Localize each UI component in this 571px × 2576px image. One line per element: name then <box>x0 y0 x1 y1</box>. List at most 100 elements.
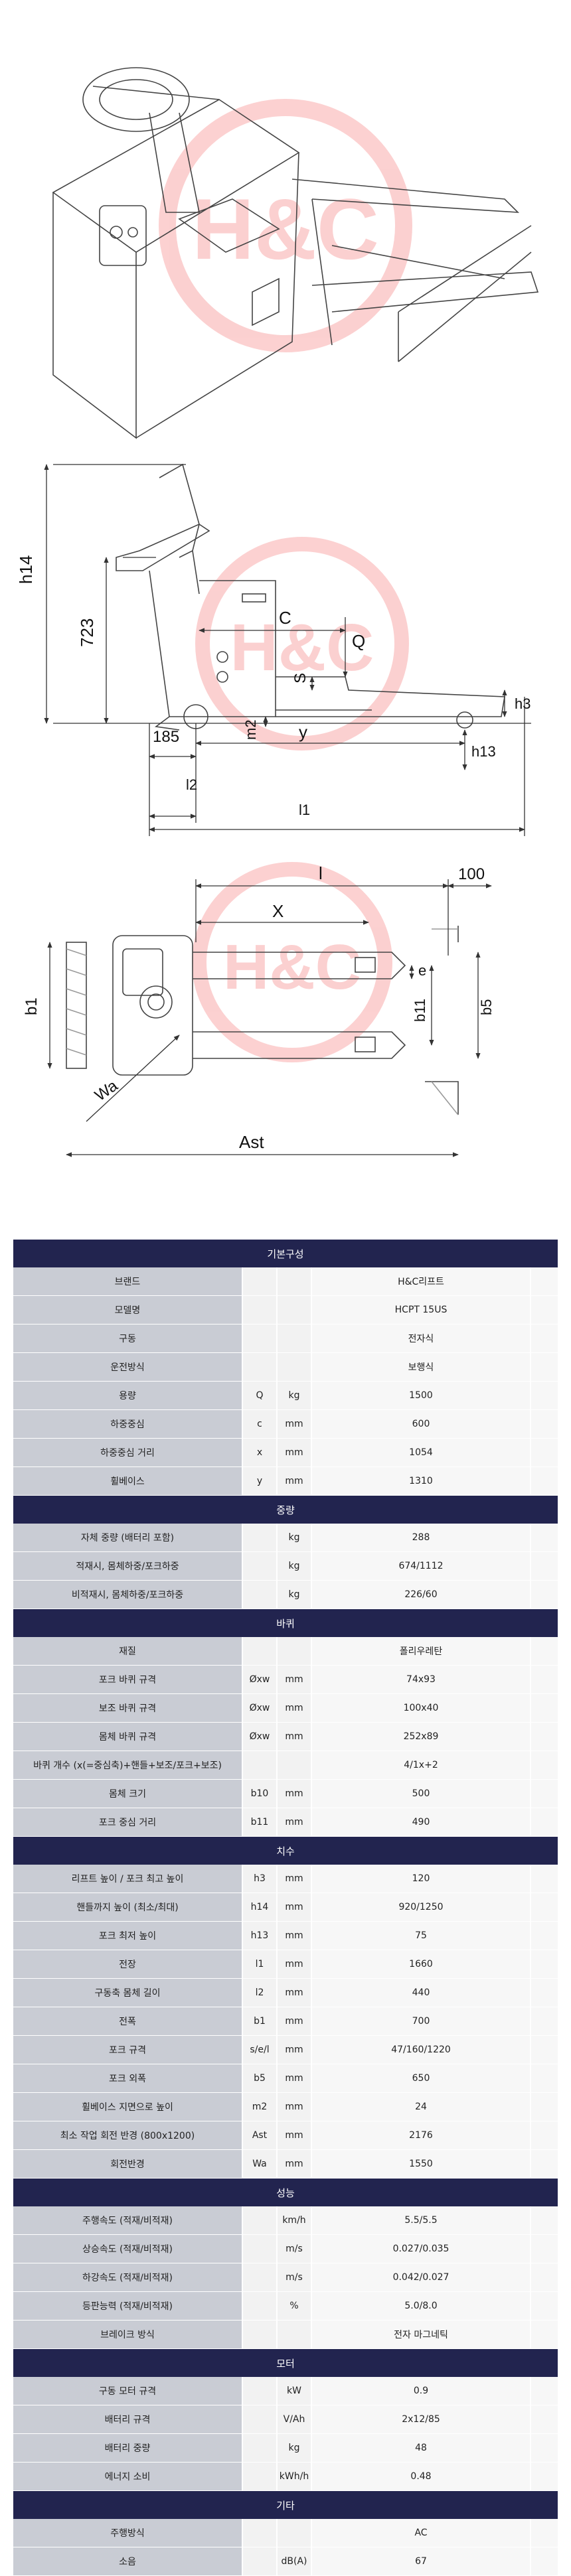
spec-name: 주행방식 <box>13 2519 242 2547</box>
spec-value: 폴리우레탄 <box>312 1637 530 1665</box>
spec-spacer <box>531 1751 558 1779</box>
spec-value: 67 <box>312 2547 530 2575</box>
spec-spacer <box>531 1694 558 1722</box>
spec-value: 2x12/85 <box>312 2405 530 2433</box>
spec-value: 24 <box>312 2093 530 2121</box>
spec-value: 288 <box>312 1524 530 1551</box>
spec-value: 48 <box>312 2434 530 2462</box>
spec-value: 100x40 <box>312 1694 530 1722</box>
spec-symbol <box>243 2547 276 2575</box>
spec-spacer <box>531 2519 558 2547</box>
spec-spacer <box>531 1524 558 1551</box>
spec-spacer <box>531 2321 558 2348</box>
spec-value: 2176 <box>312 2121 530 2149</box>
spec-unit: mm <box>278 1893 311 1921</box>
spec-name: 휠베이스 지면으로 높이 <box>13 2093 242 2121</box>
spec-unit: mm <box>278 1694 311 1722</box>
spec-spacer <box>531 2206 558 2234</box>
spec-value: 1310 <box>312 1467 530 1495</box>
spec-spacer <box>531 1267 558 1295</box>
spec-value: 5.5/5.5 <box>312 2206 530 2234</box>
spec-unit <box>278 1324 311 1352</box>
spec-symbol <box>243 1751 276 1779</box>
spec-name: 용량 <box>13 1382 242 1409</box>
spec-symbol: m2 <box>243 2093 276 2121</box>
spec-value: 전자 마그네틱 <box>312 2321 530 2348</box>
spec-symbol <box>243 1552 276 1580</box>
spec-spacer <box>531 1950 558 1978</box>
spec-spacer <box>531 1893 558 1921</box>
svg-text:l: l <box>319 863 323 883</box>
spec-unit: kg <box>278 1552 311 1580</box>
spec-symbol <box>243 2292 276 2320</box>
spec-symbol <box>243 1353 276 1381</box>
svg-text:185: 185 <box>153 728 179 746</box>
spec-spacer <box>531 1467 558 1495</box>
spec-value: 74x93 <box>312 1666 530 1693</box>
spec-symbol <box>243 2377 276 2405</box>
section-header: 바퀴 <box>13 1609 558 1637</box>
spec-spacer <box>531 1780 558 1808</box>
spec-unit: mm <box>278 1410 311 1438</box>
spec-unit <box>278 1751 311 1779</box>
spec-name: 리프트 높이 / 포크 최고 높이 <box>13 1865 242 1893</box>
spec-symbol <box>243 2263 276 2291</box>
svg-text:100: 100 <box>458 865 485 883</box>
svg-text:h3: h3 <box>515 695 530 712</box>
svg-text:b5: b5 <box>478 999 495 1015</box>
spec-unit: kg <box>278 1524 311 1551</box>
spec-spacer <box>531 2121 558 2149</box>
spec-spacer <box>531 2434 558 2462</box>
spec-name: 배터리 규격 <box>13 2405 242 2433</box>
svg-text:y: y <box>299 722 307 742</box>
spec-unit: mm <box>278 1780 311 1808</box>
spec-spacer <box>531 2405 558 2433</box>
spec-unit: km/h <box>278 2206 311 2234</box>
spec-spacer <box>531 2150 558 2178</box>
spec-name: 바퀴 개수 (x(=중심축)+핸들+보조/포크+보조) <box>13 1751 242 1779</box>
spec-symbol <box>243 1296 276 1324</box>
spec-symbol: Øxw <box>243 1666 276 1693</box>
svg-text:e: e <box>418 962 426 979</box>
spec-name: 적재시, 몸체하중/포크하중 <box>13 1552 242 1580</box>
spec-symbol: h14 <box>243 1893 276 1921</box>
spec-unit: m/s <box>278 2263 311 2291</box>
spec-value: 252x89 <box>312 1723 530 1751</box>
spec-spacer <box>531 2007 558 2035</box>
spec-name: 주행속도 (적재/비적재) <box>13 2206 242 2234</box>
watermark-logo: H&C <box>195 537 409 751</box>
spec-unit: mm <box>278 2064 311 2092</box>
spec-spacer <box>531 1637 558 1665</box>
spec-spacer <box>531 1808 558 1836</box>
spec-unit: mm <box>278 1865 311 1893</box>
spec-symbol <box>243 2463 276 2490</box>
spec-name: 브레이크 방식 <box>13 2321 242 2348</box>
spec-value: H&C리프트 <box>312 1267 530 1295</box>
spec-value: 1660 <box>312 1950 530 1978</box>
spec-spacer <box>531 2093 558 2121</box>
spec-row: 브레이크 방식 전자 마그네틱 <box>13 2321 558 2349</box>
section-header: 성능 <box>13 2179 558 2206</box>
spec-spacer <box>531 2547 558 2575</box>
spec-name: 브랜드 <box>13 1267 242 1295</box>
spec-spacer <box>531 1581 558 1609</box>
spec-symbol <box>243 2235 276 2263</box>
